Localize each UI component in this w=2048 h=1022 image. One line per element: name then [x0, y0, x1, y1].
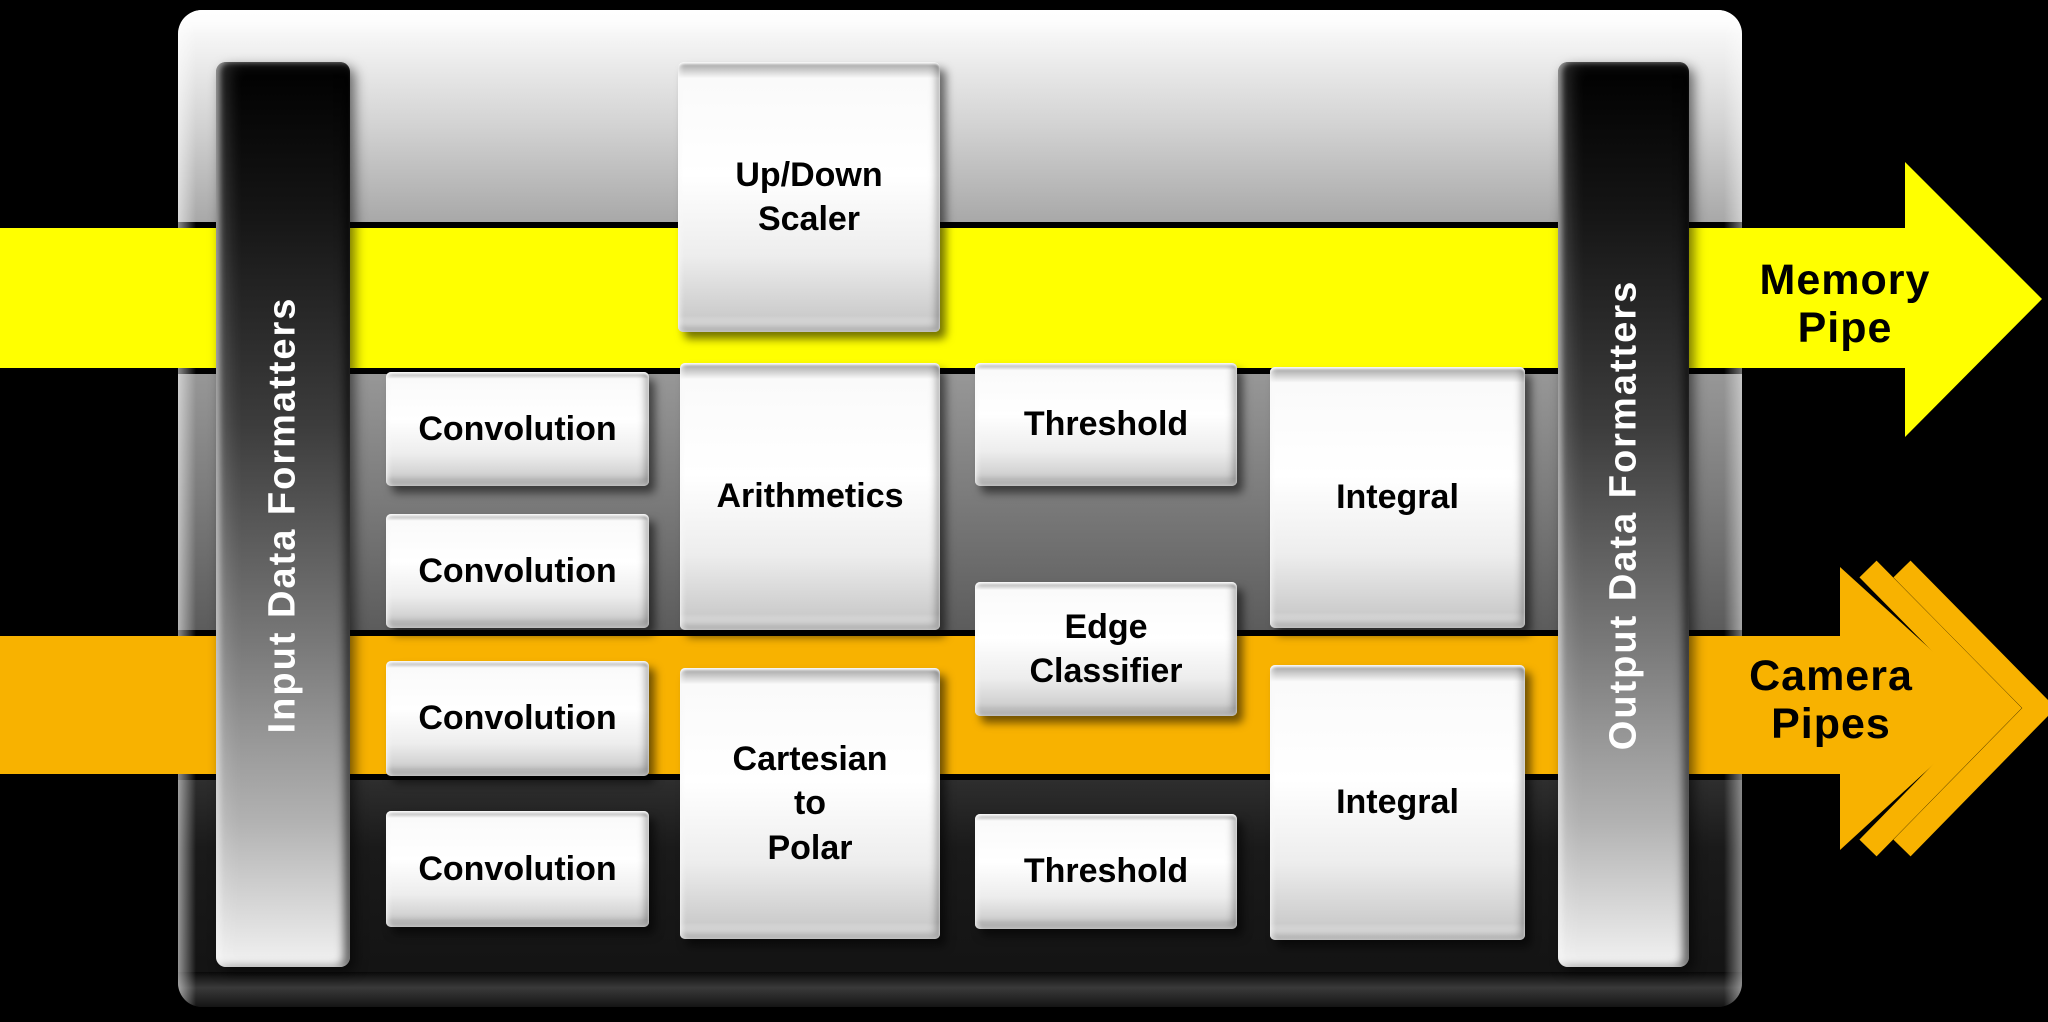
- block-arithmetics: Arithmetics: [680, 363, 940, 630]
- block-convolution-2: Convolution: [386, 514, 649, 628]
- block-integral-top: Integral: [1270, 367, 1525, 628]
- block-convolution-4: Convolution: [386, 811, 649, 927]
- output-data-formatters-bar: Output Data Formatters: [1558, 62, 1689, 967]
- block-edge-classifier: Edge Classifier: [975, 582, 1237, 716]
- separator-line: [178, 630, 1742, 636]
- output-data-formatters-label: Output Data Formatters: [1602, 279, 1644, 750]
- block-threshold-top: Threshold: [975, 363, 1237, 486]
- separator-line: [178, 222, 1742, 228]
- separator-line: [178, 774, 1742, 780]
- input-data-formatters-bar: Input Data Formatters: [216, 62, 350, 967]
- frame-left-bevel: [178, 10, 196, 1007]
- block-convolution-1: Convolution: [386, 372, 649, 486]
- frame-bottom-bevel: [178, 972, 1742, 1007]
- camera-pipes-label: Camera Pipes: [1749, 652, 1913, 749]
- frame-top-bevel: [178, 10, 1742, 34]
- block-up-down-scaler: Up/Down Scaler: [678, 62, 940, 332]
- frame-top-zone: [178, 10, 1742, 222]
- frame-right-bevel: [1724, 10, 1742, 1007]
- memory-pipe-label: Memory Pipe: [1759, 256, 1931, 353]
- block-convolution-3: Convolution: [386, 661, 649, 776]
- block-integral-bottom: Integral: [1270, 665, 1525, 940]
- input-data-formatters-label: Input Data Formatters: [261, 296, 304, 733]
- block-threshold-bottom: Threshold: [975, 814, 1237, 929]
- memory-pipe-arrow-icon: [1905, 162, 2042, 437]
- block-cartesian-to-polar: Cartesian to Polar: [680, 668, 940, 939]
- separator-line: [178, 368, 1742, 374]
- camera-pipes-arrow-icon: [1840, 560, 2048, 857]
